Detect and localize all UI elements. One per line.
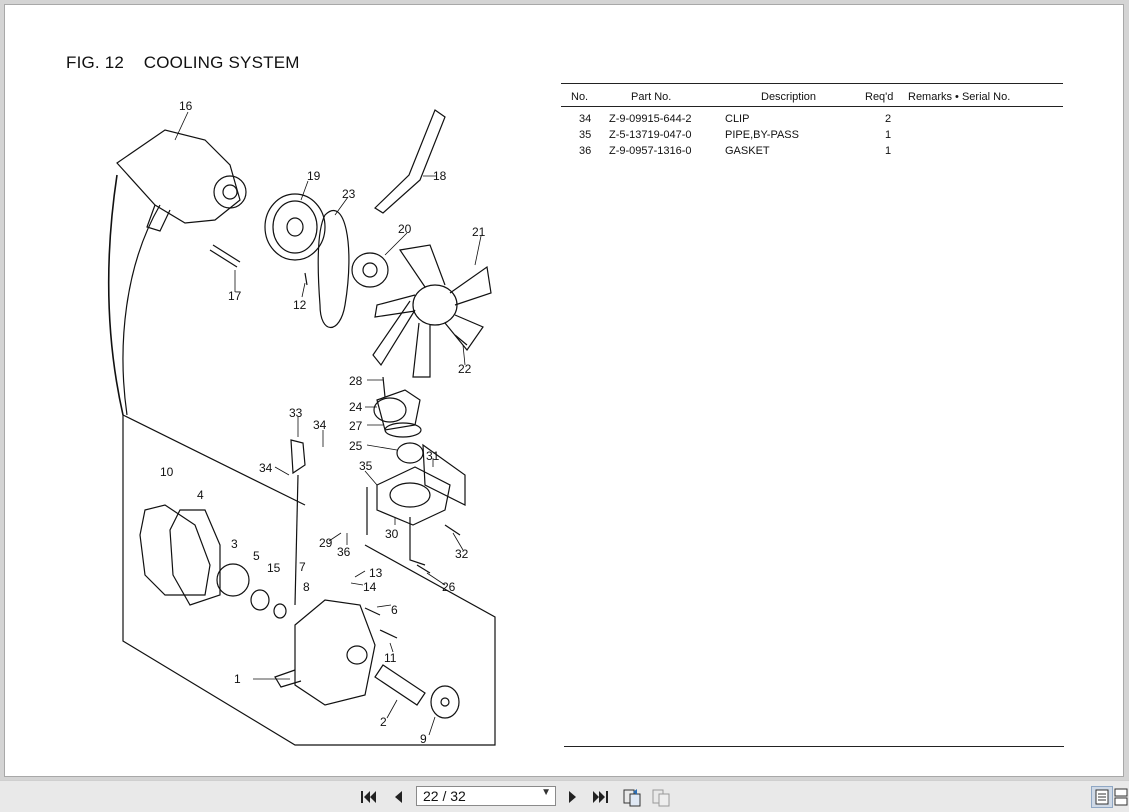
fan-bracket bbox=[374, 109, 446, 214]
callout-label: 15 bbox=[267, 561, 281, 575]
table-header-row: No. Part No. Description Req'd Remarks •… bbox=[561, 84, 1063, 106]
gasket-plate bbox=[139, 504, 211, 596]
callout-label: 12 bbox=[293, 298, 307, 312]
callout-label: 28 bbox=[349, 374, 363, 388]
cell-description: GASKET bbox=[725, 145, 770, 157]
callout-label: 29 bbox=[319, 536, 333, 550]
callout-label: 27 bbox=[349, 419, 363, 433]
callout-label: 33 bbox=[289, 406, 303, 420]
pump-shaft bbox=[374, 664, 426, 706]
v-belt bbox=[317, 209, 350, 328]
callout-label: 22 bbox=[458, 362, 472, 376]
callout-label: 8 bbox=[303, 580, 310, 594]
document-page: FIG. 12 COOLING SYSTEM bbox=[4, 4, 1124, 777]
callout-label: 26 bbox=[442, 580, 456, 594]
document-viewer: FIG. 12 COOLING SYSTEM bbox=[0, 0, 1129, 780]
parts-table: No. Part No. Description Req'd Remarks •… bbox=[561, 83, 1063, 159]
callout-label: 9 bbox=[420, 732, 427, 746]
cooling-fan bbox=[372, 244, 492, 378]
callout-label: 18 bbox=[433, 169, 447, 183]
callout-label: 24 bbox=[349, 400, 363, 414]
header-no: No. bbox=[571, 91, 589, 103]
callout-label: 1 bbox=[234, 672, 241, 686]
table-top-rule bbox=[561, 83, 1063, 84]
callout-label: 3 bbox=[231, 537, 238, 551]
callout-label: 34 bbox=[313, 418, 327, 432]
pump-body-upper bbox=[116, 129, 241, 224]
callout-label: 2 bbox=[380, 715, 387, 729]
previous-view-icon[interactable] bbox=[622, 787, 642, 807]
callout-label: 14 bbox=[363, 580, 377, 594]
callout-label: 32 bbox=[455, 547, 469, 561]
page-number-select[interactable]: 22 / 32 ▼ bbox=[416, 786, 556, 806]
pump-body-lower bbox=[294, 599, 376, 706]
exploded-frame bbox=[122, 415, 496, 746]
header-part-no: Part No. bbox=[631, 91, 672, 103]
figure-title: FIG. 12 COOLING SYSTEM bbox=[66, 53, 300, 72]
callout-label: 10 bbox=[160, 465, 174, 479]
table-bottom-rule bbox=[564, 746, 1064, 747]
callout-label: 23 bbox=[342, 187, 356, 201]
cell-reqd: 1 bbox=[885, 145, 892, 157]
callout-label: 6 bbox=[391, 603, 398, 617]
cooling-system-diagram: 16 19 23 18 20 21 17 12 22 28 24 27 25 3… bbox=[107, 99, 496, 746]
cell-part-no: Z-9-0957-1316-0 bbox=[609, 145, 692, 157]
cell-part-no: Z-9-09915-644-2 bbox=[609, 113, 692, 125]
callout-label: 16 bbox=[179, 99, 193, 113]
previous-page-icon[interactable] bbox=[388, 787, 408, 807]
table-row: 35 Z-5-13719-047-0 PIPE,BY-PASS 1 bbox=[561, 127, 1063, 143]
callout-label: 21 bbox=[472, 225, 486, 239]
callout-label: 11 bbox=[384, 651, 397, 665]
page-indicator: 22 / 32 bbox=[423, 788, 466, 804]
callout-label: 34 bbox=[259, 461, 273, 475]
callout-label: 31 bbox=[426, 449, 440, 463]
single-page-view-icon[interactable] bbox=[1091, 786, 1113, 808]
chevron-down-icon: ▼ bbox=[541, 787, 551, 798]
pulley bbox=[264, 193, 326, 261]
cell-no: 35 bbox=[579, 129, 592, 141]
table-row: 34 Z-9-09915-644-2 CLIP 2 bbox=[561, 111, 1063, 127]
first-page-icon[interactable] bbox=[359, 787, 379, 807]
callout-label: 30 bbox=[385, 527, 399, 541]
continuous-view-icon[interactable] bbox=[1114, 787, 1128, 807]
cell-reqd: 2 bbox=[885, 113, 892, 125]
table-row: 36 Z-9-0957-1316-0 GASKET 1 bbox=[561, 143, 1063, 159]
header-description: Description bbox=[761, 91, 817, 103]
viewer-toolbar: 22 / 32 ▼ bbox=[0, 780, 1129, 812]
cell-description: PIPE,BY-PASS bbox=[725, 129, 799, 141]
callout-label: 19 bbox=[307, 169, 321, 183]
fan-spacer bbox=[351, 252, 389, 288]
callout-label: 20 bbox=[398, 222, 412, 236]
callout-label: 5 bbox=[253, 549, 260, 563]
cell-no: 34 bbox=[579, 113, 592, 125]
callout-label: 7 bbox=[299, 560, 306, 574]
callout-label: 13 bbox=[369, 566, 383, 580]
cell-reqd: 1 bbox=[885, 129, 892, 141]
cell-description: CLIP bbox=[725, 113, 750, 125]
cell-part-no: Z-5-13719-047-0 bbox=[609, 129, 692, 141]
cell-no: 36 bbox=[579, 145, 592, 157]
callout-label: 17 bbox=[228, 289, 242, 303]
next-page-icon[interactable] bbox=[563, 787, 583, 807]
callout-label: 4 bbox=[197, 488, 204, 502]
next-view-icon[interactable] bbox=[651, 787, 671, 807]
header-remarks: Remarks • Serial No. bbox=[908, 91, 1011, 103]
last-page-icon[interactable] bbox=[590, 787, 610, 807]
table-header-rule bbox=[561, 106, 1063, 107]
callout-label: 35 bbox=[359, 459, 373, 473]
header-reqd: Req'd bbox=[865, 91, 894, 103]
callout-label: 25 bbox=[349, 439, 363, 453]
callout-label: 36 bbox=[337, 545, 351, 559]
